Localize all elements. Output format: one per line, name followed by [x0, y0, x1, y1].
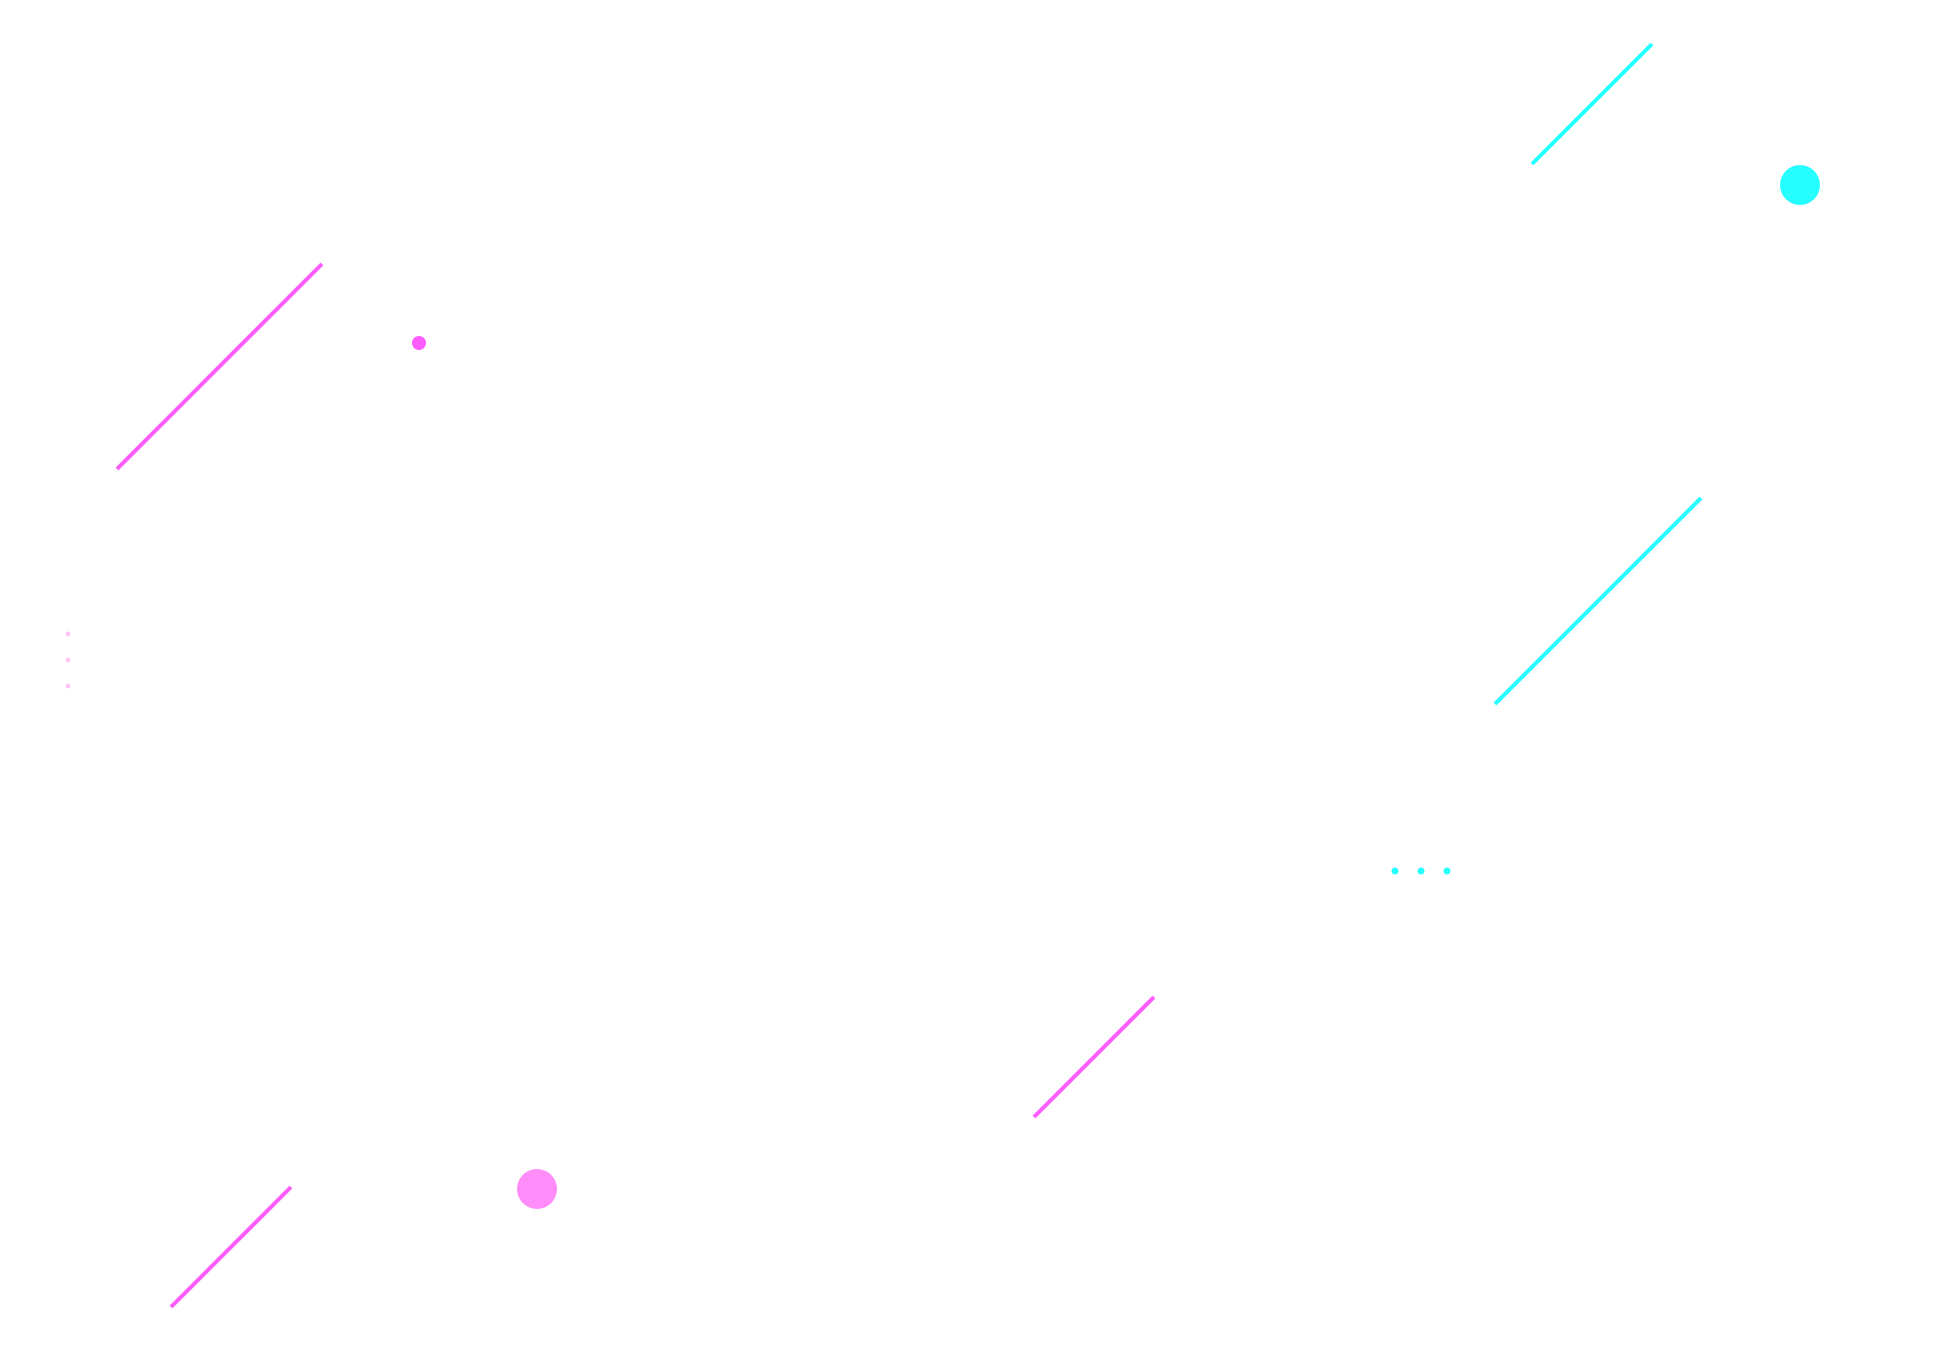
magenta-dot-large	[517, 1169, 557, 1209]
magenta-line-lower-left	[169, 1185, 293, 1309]
faint-dot	[65, 657, 71, 663]
cyan-dot-large	[1780, 165, 1820, 205]
magenta-dot-small	[412, 336, 426, 350]
cyan-dot	[1443, 867, 1451, 875]
cyan-dot	[1417, 867, 1425, 875]
faint-dots-column	[65, 631, 71, 689]
cyan-line-top-right	[1530, 42, 1654, 166]
faint-dot	[65, 683, 71, 689]
cyan-dot	[1391, 867, 1399, 875]
cyan-line-right	[1493, 496, 1703, 706]
magenta-line-upper-left	[115, 262, 324, 471]
faint-dot	[65, 631, 71, 637]
cyan-dots-row	[1391, 867, 1451, 875]
magenta-line-center-bottom	[1032, 995, 1156, 1119]
